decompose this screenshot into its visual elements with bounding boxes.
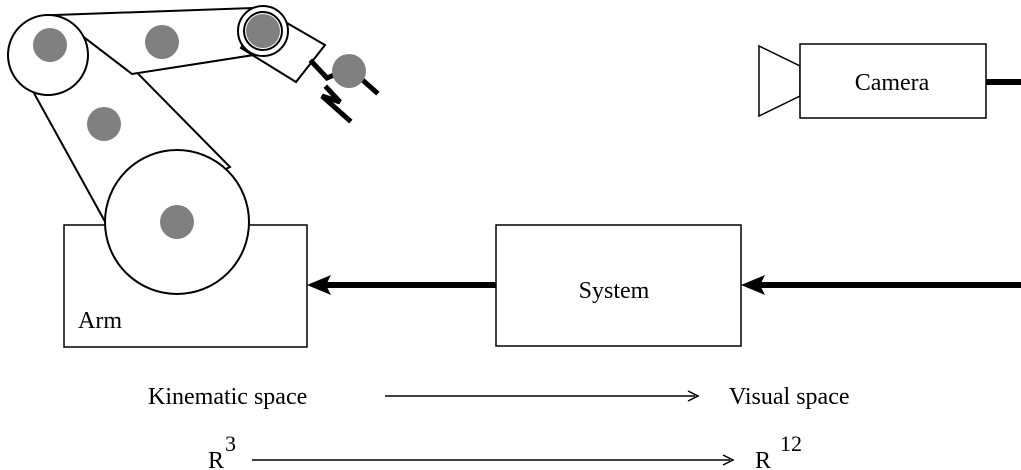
joint-dot-elbow (246, 14, 280, 48)
command-arrow-out (307, 275, 496, 295)
system-box (495, 224, 742, 347)
elbow-pulley-inner (243, 11, 283, 51)
joint-dot-base (160, 205, 194, 239)
kinematic-space-label: Kinematic space (148, 384, 307, 410)
r12-exponent: 12 (780, 431, 802, 456)
camera-label: Camera (855, 70, 930, 96)
joint-dot-gripper (332, 54, 366, 88)
camera-icon: Camera (758, 43, 987, 119)
joint-dot-lower (87, 107, 121, 141)
r3-exponent: 3 (225, 431, 236, 456)
camera-box (799, 43, 987, 119)
feedback-arrow-in (741, 275, 1021, 295)
r12-base: R (755, 448, 771, 470)
joint-dots (33, 14, 366, 239)
camera-lens (758, 44, 801, 118)
joint-dot-upper (145, 25, 179, 59)
joint-dot-shoulder (33, 28, 67, 62)
space-mapping-arrow (385, 390, 700, 402)
r3-base: R (208, 448, 224, 470)
dimension-mapping-arrow (252, 454, 735, 466)
arm-label: Arm (78, 308, 122, 334)
system-label: System (579, 278, 650, 304)
visual-space-label: Visual space (729, 384, 850, 410)
